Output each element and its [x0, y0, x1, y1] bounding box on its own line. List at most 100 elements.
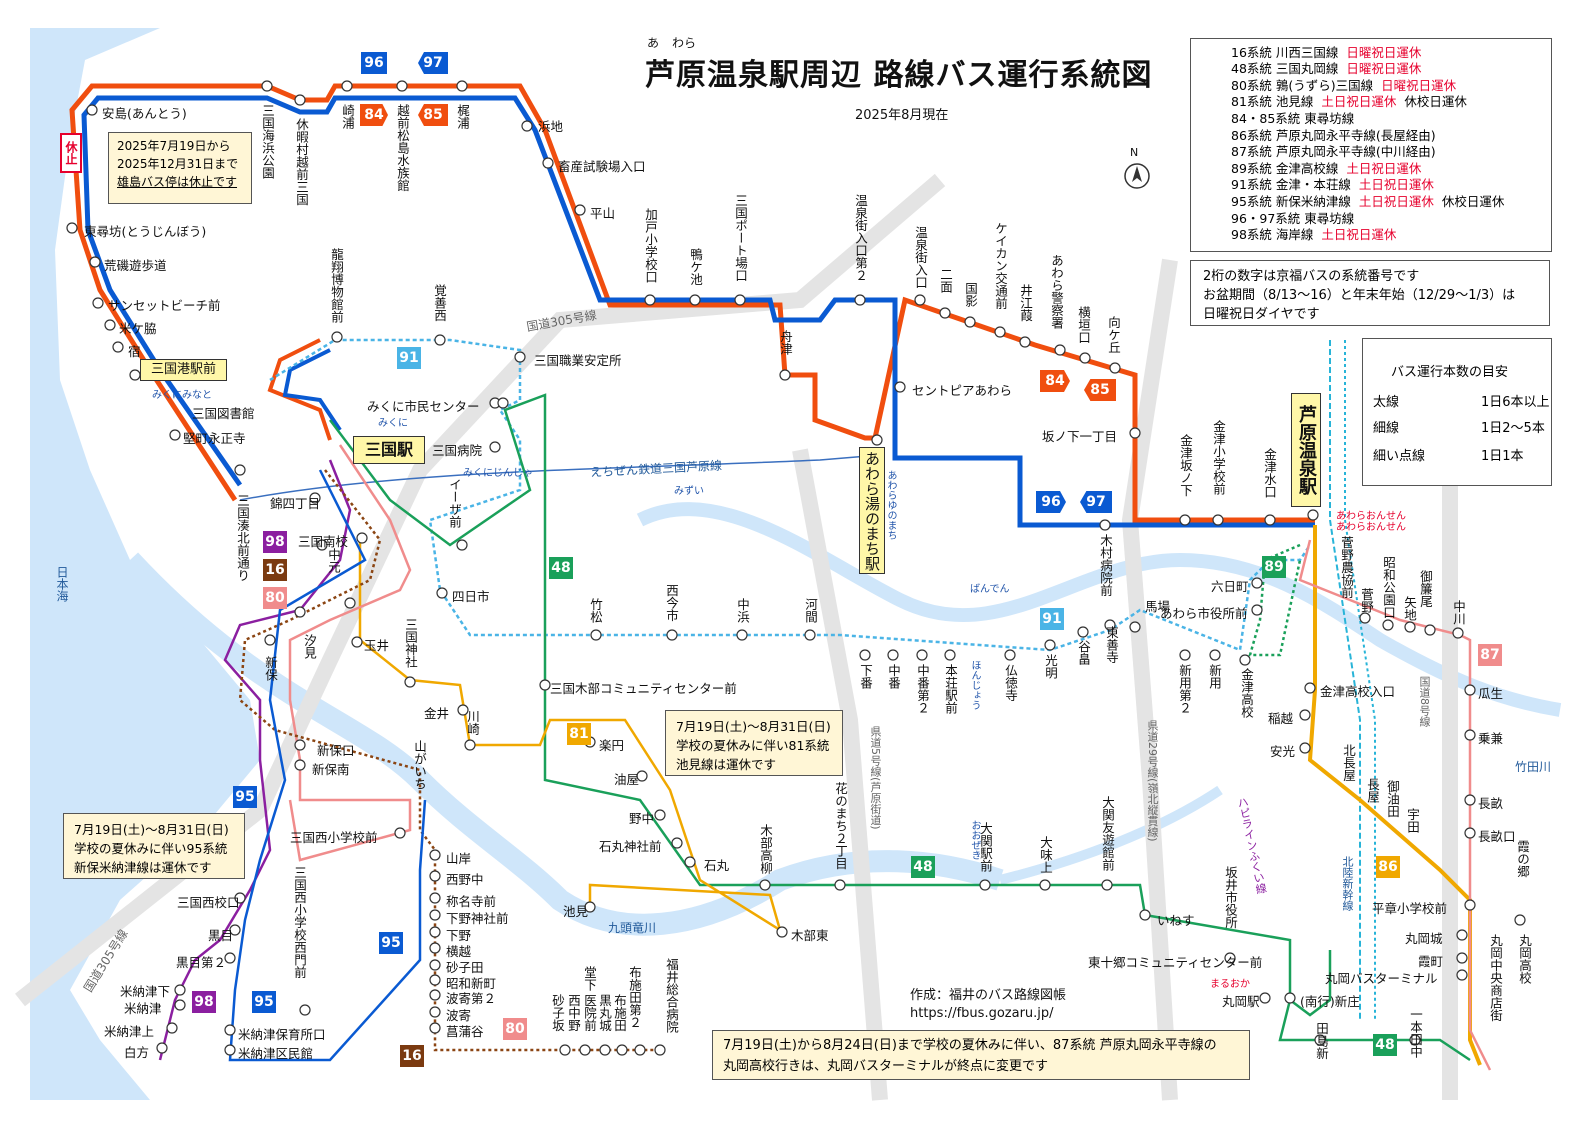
- stop-label: 丸岡バスターミナル: [1325, 971, 1438, 986]
- stop-label: 波寄: [446, 1008, 472, 1023]
- stop-label: 福井総合病院: [664, 958, 679, 1033]
- stop-label: 馬場: [1145, 599, 1171, 614]
- stop-label: 金津小学校前: [1211, 420, 1226, 495]
- stop-label: 新保口: [317, 743, 355, 758]
- route-84-85: [69, 83, 1315, 523]
- stop-label: 菅野: [1359, 588, 1374, 613]
- title-ruby-a: あ: [647, 36, 660, 50]
- stop-label: 安光: [1270, 744, 1296, 759]
- station-mikuniminato[interactable]: 三国港駅前: [140, 359, 227, 381]
- credit-line[interactable]: https://fbus.gozaru.jp/: [910, 1006, 1054, 1021]
- route-badge-85: 85: [418, 104, 448, 126]
- notice-line: 2025年7月19日から: [117, 139, 231, 153]
- stop-label: 汐見: [302, 634, 317, 659]
- stop-label: 東十郷コミュニティセンター前: [1088, 955, 1263, 970]
- stop-label: 西野中: [446, 872, 484, 887]
- stop-label: 畜産試験場入口: [558, 159, 646, 174]
- stop-label: 金津高校入口: [1320, 684, 1396, 699]
- stop-label: 三国西校口: [177, 895, 240, 910]
- stop-label: 龍翔博物館前: [329, 248, 344, 323]
- stop-label: 三国湊北前通り: [235, 494, 250, 582]
- route-badge-86: 86: [1376, 856, 1400, 878]
- route-badge-97: 97: [1080, 491, 1112, 513]
- note-line: 日曜祝日ダイヤです: [1203, 307, 1320, 322]
- stop-label: 米納津保育所口: [238, 1027, 326, 1042]
- station-awaraonsen[interactable]: 芦原温泉駅: [1291, 393, 1321, 507]
- kana-label: みくにみなと: [152, 390, 212, 401]
- route87-notice: 7月19日(土)から8月24日(日)まで学校の夏休みに伴い、87系統 芦原丸岡永…: [712, 1030, 1250, 1080]
- route-badge-91: 91: [1040, 608, 1064, 630]
- stop-label: 向ケ丘: [1106, 316, 1121, 354]
- legend-label: 96・97系統 東尋坊線: [1231, 210, 1355, 226]
- legend-note: 日曜祝日運休: [1381, 77, 1457, 93]
- route-badge-89: 89: [1262, 556, 1286, 578]
- stop-label: ケイカン交通前: [993, 222, 1008, 310]
- notice-line: 7月19日(土)から8月24日(日)まで学校の夏休みに伴い、87系統 芦原丸岡永…: [723, 1038, 1217, 1053]
- geo-label: 県道5号線(芦原街道): [869, 726, 882, 830]
- notice-line: 7月19日(土)～8月31日(日): [676, 719, 831, 734]
- stop-label: 白方: [124, 1045, 150, 1060]
- notice-line: 新保米納津線は運休です: [74, 860, 212, 875]
- stop-label: 米納津上: [104, 1024, 155, 1039]
- stop-label: 黒丸城: [597, 994, 612, 1032]
- stop-label: 野中: [629, 811, 655, 826]
- stop-label: 北長屋: [1341, 744, 1356, 782]
- stop-label: 新保: [263, 656, 278, 681]
- stop-label: 砂子田: [446, 960, 484, 975]
- frequency-name: 細い点線: [1373, 449, 1426, 464]
- legend-row: 89系統 金津高校線土日祝日運休: [1231, 159, 1422, 176]
- stop-label: 矢地: [1402, 596, 1417, 621]
- route-badge-48: 48: [911, 856, 935, 878]
- stop-label: 堂下: [582, 966, 597, 991]
- as-of-date: 2025年8月現在: [855, 108, 949, 123]
- kana-label: おおぜき: [969, 820, 980, 860]
- legend-note: 日曜祝日運休: [1346, 44, 1422, 60]
- route-badge-95: 95: [233, 786, 257, 808]
- stop-label: 米納津: [124, 1001, 162, 1016]
- suspension-notice: 2025年7月19日から 2025年12月31日まで 雄島バス停は休止です: [108, 132, 252, 204]
- stop-label: 金津坂ノ下: [1178, 434, 1193, 497]
- geo-label: 竹田川: [1515, 760, 1552, 774]
- note-line: お盆期間（8/13～16）と年末年始（12/29～1/3）は: [1203, 288, 1516, 303]
- legend-row: 96・97系統 東尋坊線: [1231, 209, 1355, 226]
- route-badge-91: 91: [397, 347, 421, 369]
- route-badge-98: 98: [263, 531, 287, 553]
- geo-label: 国道8号線: [1418, 676, 1431, 727]
- legend-row: 80系統 鶉(うずら)三国線日曜祝日運休: [1231, 76, 1457, 93]
- kana-label: まるおか: [1210, 979, 1250, 990]
- kana-label: みずい: [674, 486, 704, 497]
- route-badge-97: 97: [418, 52, 448, 74]
- route-48b: [1278, 999, 1471, 1062]
- credit-line: 作成：福井のバス路線図帳: [910, 988, 1067, 1003]
- route-badge-48: 48: [1373, 1034, 1397, 1056]
- route-loop-blue: [282, 348, 342, 432]
- route-badge-16: 16: [263, 559, 287, 581]
- stop-label: あわら警察署: [1049, 254, 1064, 329]
- stop-label: 仏徳寺: [1003, 664, 1018, 702]
- stop-label: 米ケ脇: [119, 321, 157, 336]
- stop-label: みくに市民センター: [367, 399, 480, 414]
- geo-label: 県道29号線(嶺北縦貫線): [1146, 720, 1159, 842]
- route-badge-84: 84: [1040, 370, 1070, 392]
- legend-note: 休校日運休: [1441, 193, 1505, 209]
- legend-note: 土日祝日運休: [1358, 177, 1434, 193]
- legend-note: 土日祝日運休: [1346, 160, 1422, 176]
- stop-label: 米納津区民館: [238, 1046, 314, 1061]
- stop-label: 黒目: [208, 928, 234, 943]
- notice-line: 7月19日(土)～8月31日(日): [74, 822, 229, 837]
- stop-label: 河間: [803, 598, 818, 623]
- frequency-title: バス運行本数の目安: [1391, 365, 1509, 380]
- station-yunomachi[interactable]: あわら湯のまち駅: [859, 447, 885, 574]
- rail-hapiline: [1329, 340, 1361, 1020]
- legend-note: 土日祝日運休: [1321, 227, 1397, 243]
- stop-label: 平章小学校前: [1372, 901, 1448, 916]
- stop-label: 石丸神社前: [599, 839, 662, 854]
- stop-label: 三国南校: [298, 534, 349, 549]
- station-mikuni[interactable]: 三国駅: [353, 436, 425, 464]
- stop-label: 三国病院: [432, 443, 483, 458]
- stop-label: 三国西小学校前: [290, 830, 378, 845]
- stop-label: 新用: [1207, 664, 1222, 689]
- stop-label: 下野神社前: [446, 911, 509, 926]
- stop-label: 梶浦: [455, 104, 470, 129]
- legend-label: 16系統 川西三国線: [1231, 44, 1339, 60]
